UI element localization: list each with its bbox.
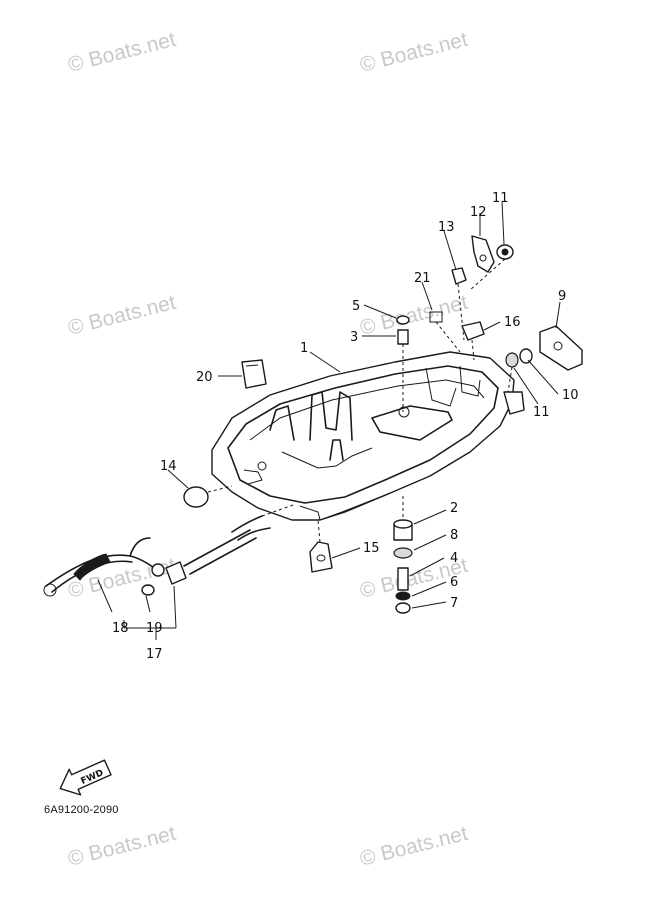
callout-13: 13 xyxy=(438,220,455,235)
callout-11-top: 11 xyxy=(492,191,509,206)
watermark: © Boats.net xyxy=(358,291,470,340)
bottom-cowling xyxy=(211,351,525,521)
leader-lines xyxy=(97,201,561,640)
fitting-part-16 xyxy=(461,321,485,361)
callout-1: 1 xyxy=(300,341,308,356)
callout-19: 19 xyxy=(146,621,163,636)
mount-stack xyxy=(393,496,413,614)
callout-17: 17 xyxy=(146,647,163,662)
watermark: © Boats.net xyxy=(358,822,470,871)
plug-part-14 xyxy=(183,485,233,508)
stop-switch-assembly xyxy=(43,503,297,597)
callout-3: 3 xyxy=(350,330,358,345)
callout-21: 21 xyxy=(414,271,431,286)
bolt-part-3-5 xyxy=(396,315,410,412)
bracket-part-9 xyxy=(505,325,583,393)
callout-20: 20 xyxy=(196,370,213,385)
callout-12: 12 xyxy=(470,205,487,220)
watermark: © Boats.net xyxy=(66,28,178,77)
callout-15: 15 xyxy=(363,541,380,556)
callout-7: 7 xyxy=(450,596,458,611)
label-part-21 xyxy=(429,311,461,353)
callout-6: 6 xyxy=(450,575,458,590)
callout-8: 8 xyxy=(450,528,458,543)
grommet-part-20 xyxy=(241,359,267,389)
callout-10: 10 xyxy=(562,388,579,403)
callout-18: 18 xyxy=(112,621,129,636)
callout-5: 5 xyxy=(352,299,360,314)
callout-16: 16 xyxy=(504,315,521,330)
callout-labels: 1 2 3 4 5 6 7 8 9 10 11 11 12 13 14 15 1… xyxy=(112,191,579,662)
callout-14: 14 xyxy=(160,459,177,474)
callout-2: 2 xyxy=(450,501,458,516)
fwd-arrow: FWD xyxy=(59,759,112,796)
lever-assembly xyxy=(451,235,514,341)
watermark: © Boats.net xyxy=(358,28,470,77)
grommet-part-15 xyxy=(309,519,333,573)
callout-11-right: 11 xyxy=(533,405,550,420)
watermark: © Boats.net xyxy=(66,291,178,340)
watermark: © Boats.net xyxy=(66,822,178,871)
callout-9: 9 xyxy=(558,289,566,304)
callout-4: 4 xyxy=(450,551,458,566)
diagram-code: 6A91200-2090 xyxy=(44,804,119,816)
